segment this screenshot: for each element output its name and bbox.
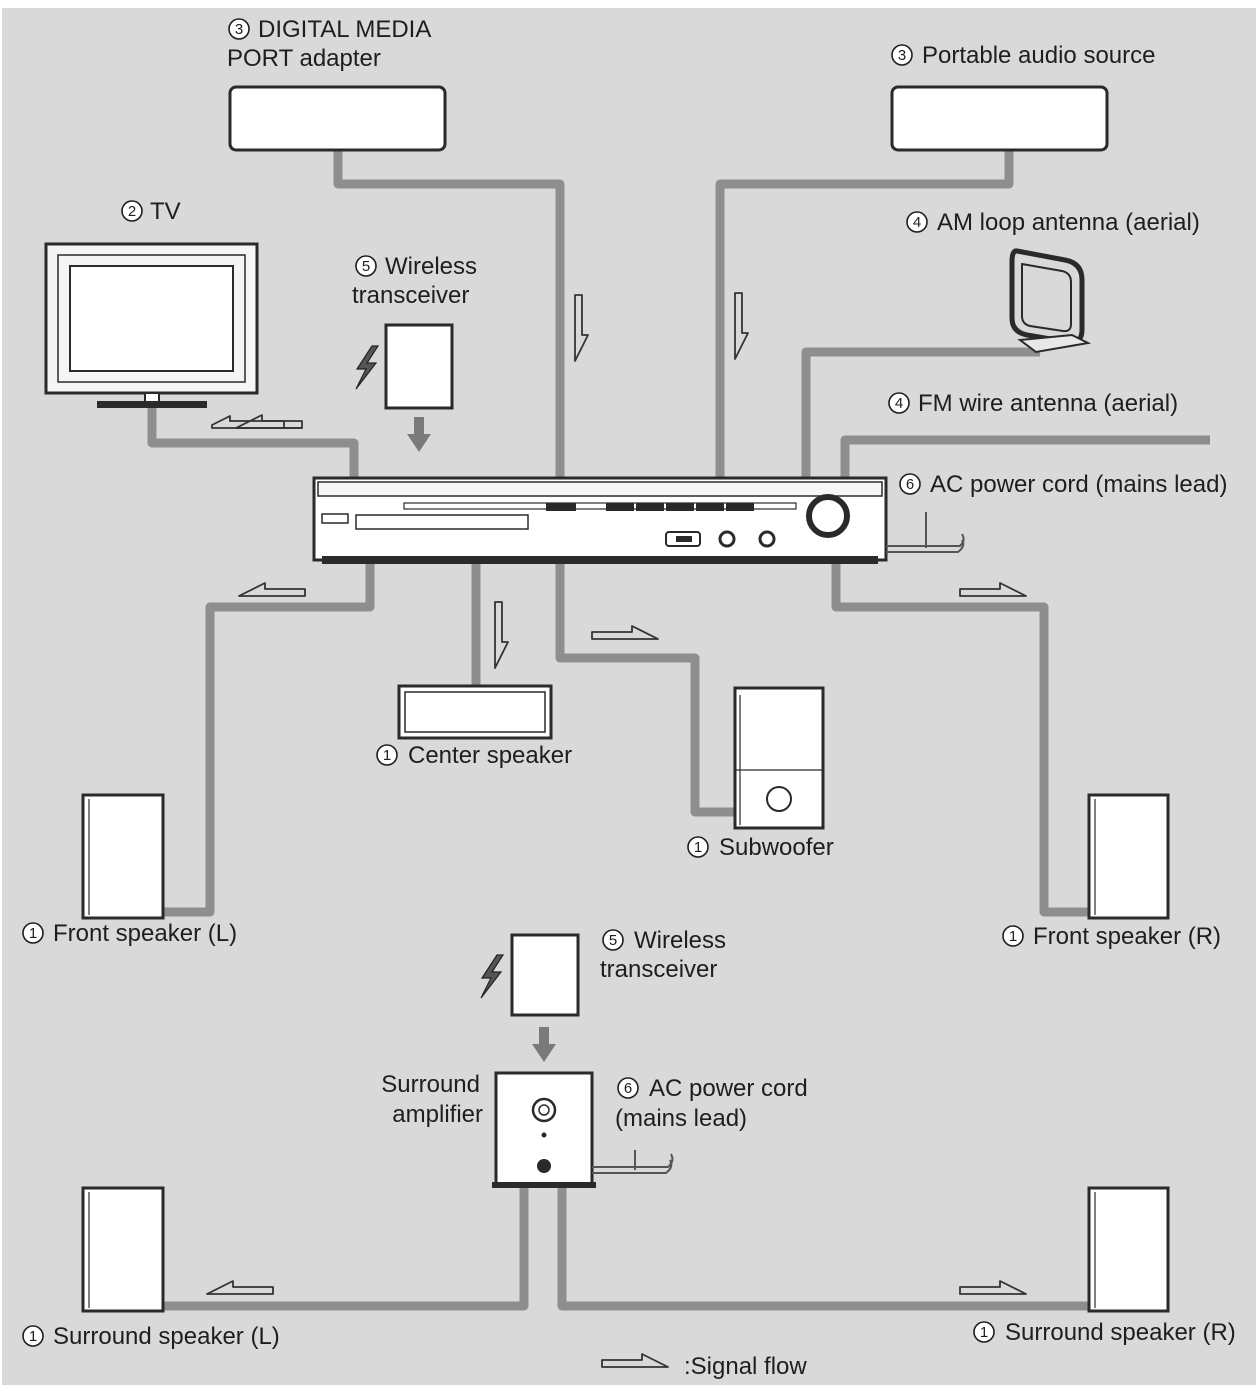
label-ac-main: 6 AC power cord (mains lead) — [899, 471, 1227, 498]
svg-text:1: 1 — [383, 747, 391, 764]
svg-text:Center speaker: Center speaker — [408, 742, 572, 769]
svg-text:2: 2 — [128, 203, 136, 220]
label-am-antenna: 4 AM loop antenna (aerial) — [906, 209, 1200, 236]
cable-tv — [147, 402, 359, 478]
label-fm-antenna: 4 FM wire antenna (aerial) — [888, 390, 1178, 417]
down-arrow-icon — [532, 1027, 556, 1062]
svg-text:1: 1 — [980, 1324, 988, 1341]
cable-dmport — [333, 150, 565, 478]
am-loop-antenna — [1009, 248, 1092, 354]
ac-power-cord-amp — [592, 1150, 674, 1174]
label-portable-audio: 3 Portable audio source — [891, 42, 1155, 69]
svg-text:Surround speaker (L): Surround speaker (L) — [53, 1323, 280, 1350]
svg-text:AC power cord (mains lead): AC power cord (mains lead) — [930, 471, 1227, 498]
main-unit — [312, 476, 888, 564]
svg-text:5: 5 — [362, 258, 370, 275]
svg-text:TV: TV — [150, 198, 181, 225]
svg-text:FM wire antenna (aerial): FM wire antenna (aerial) — [918, 390, 1178, 417]
svg-text:Front speaker (R): Front speaker (R) — [1033, 923, 1221, 950]
svg-text:amplifier: amplifier — [392, 1101, 483, 1128]
surround-amplifier — [492, 1071, 596, 1188]
label-ac-amp: 6 AC power cord (mains lead) — [615, 1075, 808, 1132]
svg-text:Wireless: Wireless — [385, 253, 477, 280]
svg-text:Front speaker (L): Front speaker (L) — [53, 920, 237, 947]
front-speaker-r — [1087, 793, 1170, 920]
down-arrow-icon — [407, 417, 431, 452]
label-front-speaker-r: 1 Front speaker (R) — [1002, 923, 1221, 950]
cable-surround-l — [164, 1186, 529, 1311]
svg-text:Surround: Surround — [381, 1071, 480, 1098]
cables — [147, 150, 1210, 1311]
label-center-speaker: 1 Center speaker — [376, 742, 572, 769]
label-tv: 2 TV — [121, 198, 181, 225]
surround-speaker-r — [1087, 1186, 1170, 1313]
dmport-adapter — [228, 85, 447, 152]
svg-text:1: 1 — [29, 925, 37, 942]
label-front-speaker-l: 1 Front speaker (L) — [22, 920, 237, 947]
lightning-bolt-icon — [355, 345, 380, 390]
cable-front-l — [164, 560, 375, 917]
wireless-transceiver-top — [384, 323, 454, 410]
label-surround-speaker-l: 1 Surround speaker (L) — [22, 1323, 280, 1350]
label-wireless-bottom: 5 Wireless transceiver — [600, 927, 726, 983]
svg-text:Surround speaker (R): Surround speaker (R) — [1005, 1319, 1236, 1346]
svg-text:3: 3 — [235, 21, 243, 38]
portable-audio-source — [890, 85, 1109, 152]
label-subwoofer: 1 Subwoofer — [687, 834, 834, 861]
svg-text:6: 6 — [624, 1080, 632, 1097]
surround-speaker-l — [81, 1186, 165, 1313]
subwoofer — [733, 686, 825, 830]
svg-text:1: 1 — [29, 1328, 37, 1345]
cable-subwoofer — [555, 560, 737, 817]
svg-text:Wireless: Wireless — [634, 927, 726, 954]
svg-text:DIGITAL MEDIA: DIGITAL MEDIA — [258, 16, 431, 43]
front-speaker-l — [81, 793, 165, 920]
cable-front-r — [831, 560, 1090, 917]
label-surround-speaker-r: 1 Surround speaker (R) — [973, 1319, 1236, 1346]
svg-text:6: 6 — [906, 476, 914, 493]
label-wireless-top: 5 Wireless transceiver — [352, 253, 477, 309]
svg-text:transceiver: transceiver — [600, 956, 717, 983]
tv — [44, 242, 259, 408]
svg-text:(mains lead): (mains lead) — [615, 1105, 747, 1132]
svg-text::Signal flow: :Signal flow — [684, 1353, 807, 1380]
wireless-transceiver-bottom — [510, 933, 580, 1017]
legend-signal-flow: :Signal flow — [684, 1353, 807, 1380]
svg-text:Portable audio source: Portable audio source — [922, 42, 1155, 69]
svg-text:PORT adapter: PORT adapter — [227, 45, 381, 72]
svg-text:4: 4 — [913, 214, 921, 231]
cable-surround-r — [557, 1186, 1090, 1311]
svg-text:4: 4 — [895, 395, 903, 412]
label-surround-amplifier: Surround amplifier — [381, 1071, 483, 1128]
svg-text:3: 3 — [898, 47, 906, 64]
cable-portable — [715, 150, 1014, 478]
label-dmport: 3 DIGITAL MEDIA PORT adapter — [227, 16, 431, 72]
lightning-bolt-icon — [480, 954, 505, 999]
svg-text:AC power cord: AC power cord — [649, 1075, 808, 1102]
signal-flow-arrows — [206, 292, 1027, 1368]
svg-text:Subwoofer: Subwoofer — [719, 834, 834, 861]
svg-text:transceiver: transceiver — [352, 282, 469, 309]
cable-am-antenna — [801, 347, 1040, 478]
cable-fm-antenna — [840, 435, 1210, 478]
ac-power-cord-main — [886, 512, 965, 553]
svg-text:1: 1 — [1009, 928, 1017, 945]
svg-text:5: 5 — [609, 932, 617, 949]
svg-text:AM loop antenna (aerial): AM loop antenna (aerial) — [937, 209, 1200, 236]
svg-text:1: 1 — [694, 839, 702, 856]
center-speaker — [397, 684, 553, 740]
hollow-arrow-icon — [211, 415, 303, 429]
